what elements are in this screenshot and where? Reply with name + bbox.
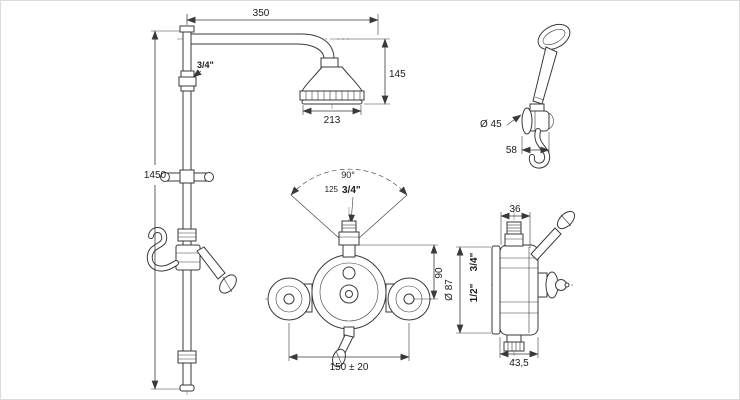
side-bottom-port — [503, 334, 525, 352]
riser-inlet-thread-label: 3/4" — [197, 60, 214, 70]
valve-top-button — [342, 266, 356, 280]
side-flow-knob — [537, 271, 570, 299]
riser-union-nut — [178, 70, 197, 92]
dim-centres-label: 150 ± 20 — [330, 362, 369, 373]
hand-shower-hose-coil — [146, 227, 179, 272]
dim-bracket-depth-label: 58 — [506, 145, 518, 156]
top-port-callout: 125 3/4" — [325, 185, 361, 224]
dimension-top-depth: 36 — [500, 204, 531, 248]
side-lever-handle — [530, 210, 576, 261]
side-outlet-thread-label: 1/2" — [469, 283, 480, 302]
left-wall-connection — [267, 277, 313, 321]
diverter-cross-handle — [160, 169, 214, 184]
dim-head-drop-label: 145 — [389, 69, 406, 80]
swing-angle-label: 90° — [341, 170, 355, 180]
hand-shower-view: Ø 45 58 — [480, 23, 571, 169]
dimension-bracket-diameter: Ø 45 — [480, 114, 522, 130]
dimension-arm-length: 350 — [186, 8, 379, 35]
rail-union-nut — [177, 228, 197, 242]
dim-rail-height-label: 1450 — [144, 170, 167, 181]
lever-radius-label: 125 — [325, 185, 339, 194]
hand-shower-head — [537, 23, 571, 51]
hand-shower-outlet-block — [175, 244, 201, 271]
riser-rail-view: 350 145 213 3/4" 1450 — [144, 8, 406, 395]
valve-body-inner-ring — [319, 262, 379, 322]
dim-bottom-depth-label: 43,5 — [509, 358, 529, 369]
dim-head-diameter-label: 213 — [324, 115, 341, 126]
dimension-body-diameter: Ø 87 — [444, 246, 491, 334]
dimension-front-height: 90 — [359, 244, 445, 300]
side-inlet-thread-label: 3/4" — [469, 252, 480, 271]
dim-bracket-diameter-label: Ø 45 — [480, 119, 502, 130]
side-body — [499, 244, 539, 336]
dimension-connection-centres: 150 ± 20 — [288, 323, 410, 373]
side-top-port — [504, 221, 524, 247]
riser-inlet-thread-callout: 3/4" — [192, 60, 214, 78]
dimension-head-diameter: 213 — [302, 105, 362, 126]
dimension-rail-height: 1450 — [144, 30, 180, 390]
dim-arm-length-label: 350 — [253, 8, 270, 19]
valve-front-view: 90° 125 3/4" — [265, 168, 445, 373]
valve-center-dot — [345, 290, 353, 298]
right-wall-connection — [385, 277, 431, 321]
lower-union-nut — [177, 350, 197, 364]
rail-foot — [179, 384, 195, 392]
overhead-shower-head — [299, 66, 365, 105]
front-top-thread-label: 3/4" — [342, 185, 361, 196]
head-inlet-nut — [320, 57, 339, 68]
hand-shower-hose — [528, 128, 551, 169]
dimension-bottom-depth: 43,5 — [499, 337, 539, 369]
wall-plate — [491, 245, 501, 335]
dimension-head-drop: 145 — [337, 38, 406, 105]
hand-shower-handle — [529, 46, 558, 113]
wall-bracket — [521, 107, 554, 135]
dimension-bracket-depth: 58 — [506, 132, 550, 156]
dim-body-diameter-label: Ø 87 — [444, 279, 455, 301]
valve-side-view: 36 Ø 87 3/4" 1/2" 43,5 — [444, 204, 576, 369]
front-top-port — [338, 220, 360, 258]
dim-front-height-label: 90 — [434, 267, 445, 279]
diverter-lever-handle — [196, 246, 237, 294]
dim-top-depth-label: 36 — [509, 204, 521, 215]
